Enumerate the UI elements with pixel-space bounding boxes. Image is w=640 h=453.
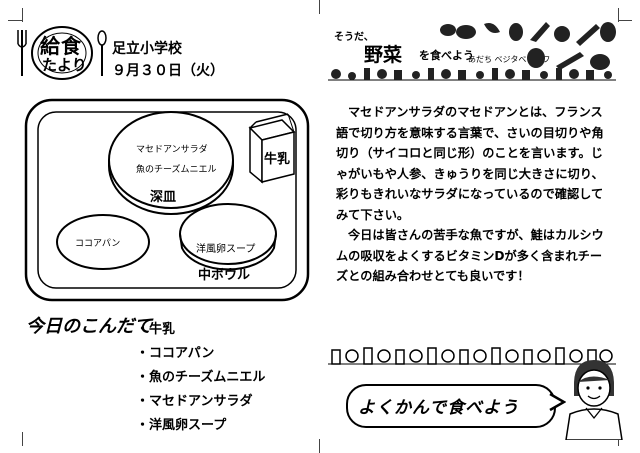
menu-item: 魚のチーズムニエル <box>136 366 265 390</box>
soup-label: 洋風卵スープ <box>196 244 256 255</box>
school-name: 足立小学校 <box>112 41 182 57</box>
article-paragraph: 今日は皆さんの苦手な魚ですが、鮭はカルシウムの吸収をよくするビタミンDが多く含ま… <box>336 228 604 283</box>
banner-lead: そうだ、 <box>334 32 374 43</box>
banner-title: 野菜 <box>364 44 403 66</box>
crop-mark <box>618 20 632 35</box>
menu-item: 牛乳 <box>136 318 265 342</box>
menu-title: 今日のこんだて <box>26 316 152 337</box>
deep-plate-item: 魚のチーズムニエル <box>136 165 217 175</box>
bread-label: ココアパン <box>75 239 121 249</box>
nutritionist-illustration <box>565 360 623 440</box>
vegetable-illustration <box>328 22 616 81</box>
logo-subtitle: たより <box>42 56 87 74</box>
tray-illustration <box>24 98 310 302</box>
crop-mark <box>8 20 22 35</box>
deep-plate-item: マセドアンサラダ <box>136 145 208 155</box>
menu-list: 牛乳 ココアパン 魚のチーズムニエル マセドアンサラダ 洋風卵スープ <box>136 318 265 438</box>
milk-label: 牛乳 <box>264 152 291 167</box>
menu-item: 洋風卵スープ <box>136 414 265 438</box>
article-paragraph: マセドアンサラダのマセドアンとは、フランス語で切り方を意味する言葉で、さいの目切… <box>336 105 604 222</box>
vegetable-border <box>328 347 616 365</box>
logo-frame <box>17 26 107 80</box>
bowl-label: 中ボウル <box>198 268 251 283</box>
crop-mark <box>319 0 320 14</box>
menu-item: ココアパン <box>136 342 265 366</box>
logo-title: 給食 <box>40 34 82 58</box>
crop-mark <box>8 432 23 446</box>
crop-mark <box>618 8 633 22</box>
menu-item: マセドアンサラダ <box>136 390 265 414</box>
issue-date: ９月３０日（火） <box>112 63 224 79</box>
crop-mark <box>319 439 320 453</box>
article-body: マセドアンサラダのマセドアンとは、フランス語で切り方を意味する言葉で、さいの目切… <box>336 102 612 287</box>
banner-subtitle: あだち ベジタベライフ <box>468 55 551 64</box>
crop-mark <box>8 8 23 22</box>
deep-plate-label: 深皿 <box>150 190 177 205</box>
banner-title-rest: を食べよう <box>419 49 474 62</box>
slogan-text: よくかんで食べよう <box>358 398 520 418</box>
bubble-tail <box>549 392 566 412</box>
